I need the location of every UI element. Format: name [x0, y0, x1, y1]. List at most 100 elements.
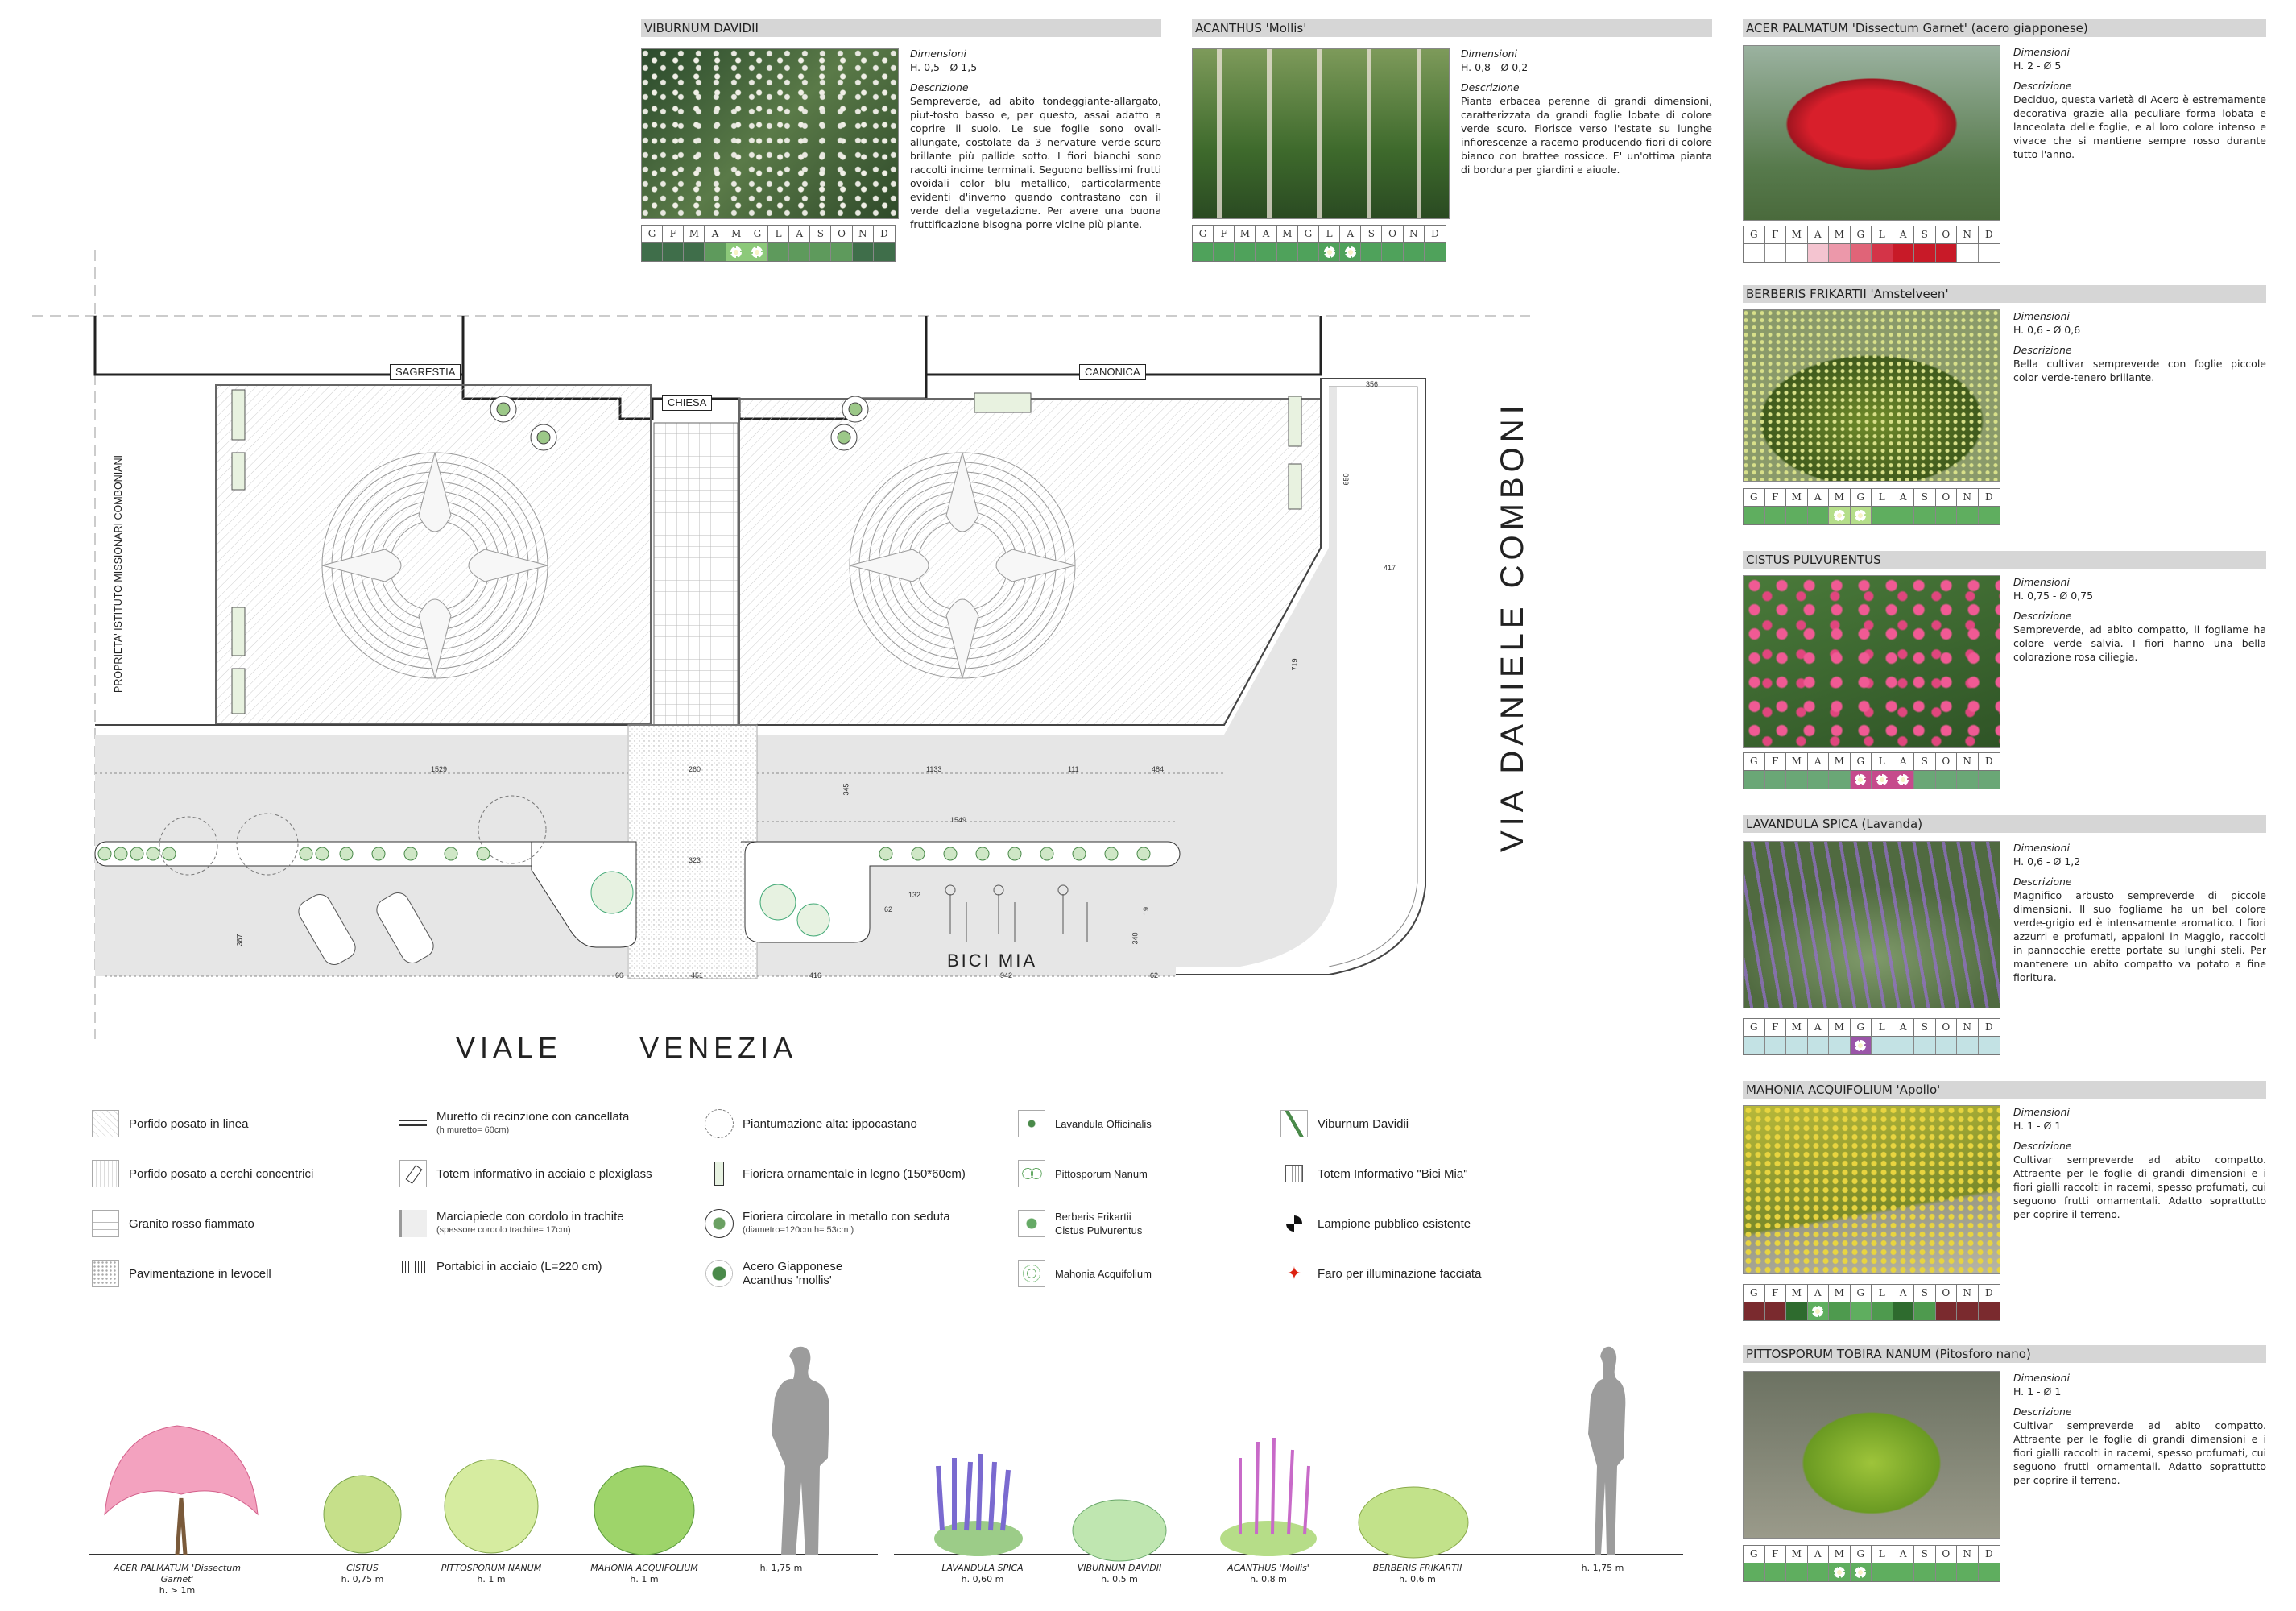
month-header: M [1786, 226, 1808, 244]
plant-height: h. 1 m [630, 1574, 659, 1584]
month-cell [726, 243, 747, 261]
card-info: Dimensioni H. 0,6 - Ø 1,2 Descrizione Ma… [2013, 841, 2266, 984]
month-header: N [1957, 1285, 1979, 1302]
month-cell [663, 243, 685, 261]
month-cell [1957, 244, 1979, 262]
month-header: D [1978, 1546, 2000, 1563]
month-cell [1744, 1037, 1765, 1054]
month-cell [1744, 1563, 1765, 1581]
circular-planters [490, 396, 869, 451]
legend-portabici: Portabici in acciaio (L=220 cm) [399, 1260, 602, 1273]
desc-text: Pianta erbacea perenne di grandi dimensi… [1461, 95, 1712, 176]
month-header: G [1744, 489, 1765, 507]
spotlight-icon: ✦ [1286, 1263, 1302, 1283]
berberis-elevation [1358, 1486, 1469, 1559]
legend-label: Granito rosso fiammato [129, 1216, 254, 1231]
flower-icon [1876, 774, 1888, 785]
month-header: L [767, 226, 790, 243]
card-title: MAHONIA ACQUIFOLIUM 'Apollo' [1743, 1081, 2266, 1099]
flower-icon [1344, 246, 1356, 258]
card-info: Dimensioni H. 1 - Ø 1 Descrizione Cultiv… [2013, 1105, 2266, 1221]
month-cell [1978, 771, 2000, 789]
month-cell [1914, 1037, 1936, 1054]
desc-label: Descrizione [2013, 876, 2072, 888]
month-header: O [1935, 1546, 1957, 1563]
month-header: G [1744, 1019, 1765, 1037]
flower-icon [1855, 1567, 1867, 1578]
month-cell [1935, 1302, 1957, 1320]
month-cell [1850, 1037, 1872, 1054]
desc-text: Sempreverde, ad abito compatto, il fogli… [2013, 623, 2266, 663]
month-cell [1829, 771, 1851, 789]
month-cell [1340, 243, 1362, 261]
berberis-icon [1018, 1210, 1045, 1237]
dim-label: 345 [842, 783, 850, 796]
person-height: h. 1,75 m [1581, 1563, 1624, 1573]
muretto-swatch [399, 1110, 427, 1137]
month-cell [1935, 1563, 1957, 1581]
month-cell [1744, 244, 1765, 262]
concentric-paving-left [321, 452, 548, 679]
month-header: F [1764, 1285, 1786, 1302]
legend-note: (diametro=120cm h= 53cm ) [743, 1225, 854, 1235]
lavandula-elevation [934, 1453, 1023, 1556]
legend-lampione: Lampione pubblico esistente [1280, 1210, 1471, 1237]
trees [159, 795, 830, 937]
month-cell [1957, 1563, 1979, 1581]
month-header: G [1193, 226, 1214, 243]
month-cell [873, 243, 895, 261]
month-cell [831, 243, 853, 261]
month-cell [1893, 1563, 1914, 1581]
dims-value: H. 1 - Ø 1 [2013, 1120, 2062, 1132]
concentric-paving-right [849, 452, 1076, 679]
dim-label: 19 [1142, 906, 1151, 916]
lavandula-icon [1018, 1110, 1045, 1137]
lavandula-photo [1743, 841, 2000, 1008]
legend-label: Mahonia Acquifolium [1055, 1267, 1152, 1280]
month-header: F [1764, 226, 1786, 244]
legend-label: Portabici in acciaio (L=220 cm) [436, 1260, 602, 1273]
legend-pittosporum: Pittosporum Nanum [1018, 1160, 1148, 1187]
desc-text: Cultivar sempreverde ad abito compatto. … [2013, 1153, 2266, 1220]
acer-photo [1743, 45, 2000, 221]
dims-value: H. 0,8 - Ø 0,2 [1461, 61, 1529, 73]
acanthus-elevation [1220, 1437, 1317, 1556]
month-cell [1764, 1563, 1786, 1581]
plant-name: ACANTHUS 'Mollis' [1227, 1563, 1309, 1573]
canonica-label: CANONICA [1079, 364, 1146, 380]
month-cell [1214, 243, 1235, 261]
month-cell [1829, 1037, 1851, 1054]
month-header: O [1935, 753, 1957, 771]
dim-label: 451 [691, 971, 704, 979]
month-cell [1872, 507, 1893, 524]
month-header: F [1764, 1019, 1786, 1037]
legend-label: Faro per illuminazione facciata [1318, 1266, 1482, 1281]
totem-icon [399, 1160, 427, 1187]
dims-label: Dimensioni [2013, 1106, 2070, 1118]
month-cell [1829, 507, 1851, 524]
month-cell [747, 243, 768, 261]
plant-name: LAVANDULA SPICA [941, 1563, 1024, 1573]
legend-label: Totem informativo in acciaio e plexiglas… [436, 1166, 652, 1181]
dim-label: 416 [809, 971, 822, 979]
card-info: Dimensioni H. 0,5 - Ø 1,5 Descrizione Se… [910, 47, 1161, 231]
desc-text: Magnifico arbusto sempreverde di piccole… [2013, 889, 2266, 984]
month-cell [1193, 243, 1214, 261]
month-header: A [1807, 1285, 1829, 1302]
acer-icon [705, 1260, 733, 1287]
dims-value: H. 0,75 - Ø 0,75 [2013, 590, 2094, 602]
dims-label: Dimensioni [910, 48, 966, 60]
flower-icon [1833, 1567, 1845, 1578]
planter-icon [705, 1160, 733, 1187]
month-header: D [873, 226, 895, 243]
month-cell [1893, 507, 1914, 524]
granite-path [653, 422, 738, 726]
card-info: Dimensioni H. 0,75 - Ø 0,75 Descrizione … [2013, 575, 2266, 664]
month-cell [1914, 771, 1936, 789]
month-cell [1297, 243, 1319, 261]
dims-label: Dimensioni [2013, 576, 2070, 588]
lamp-icon [1286, 1215, 1302, 1232]
